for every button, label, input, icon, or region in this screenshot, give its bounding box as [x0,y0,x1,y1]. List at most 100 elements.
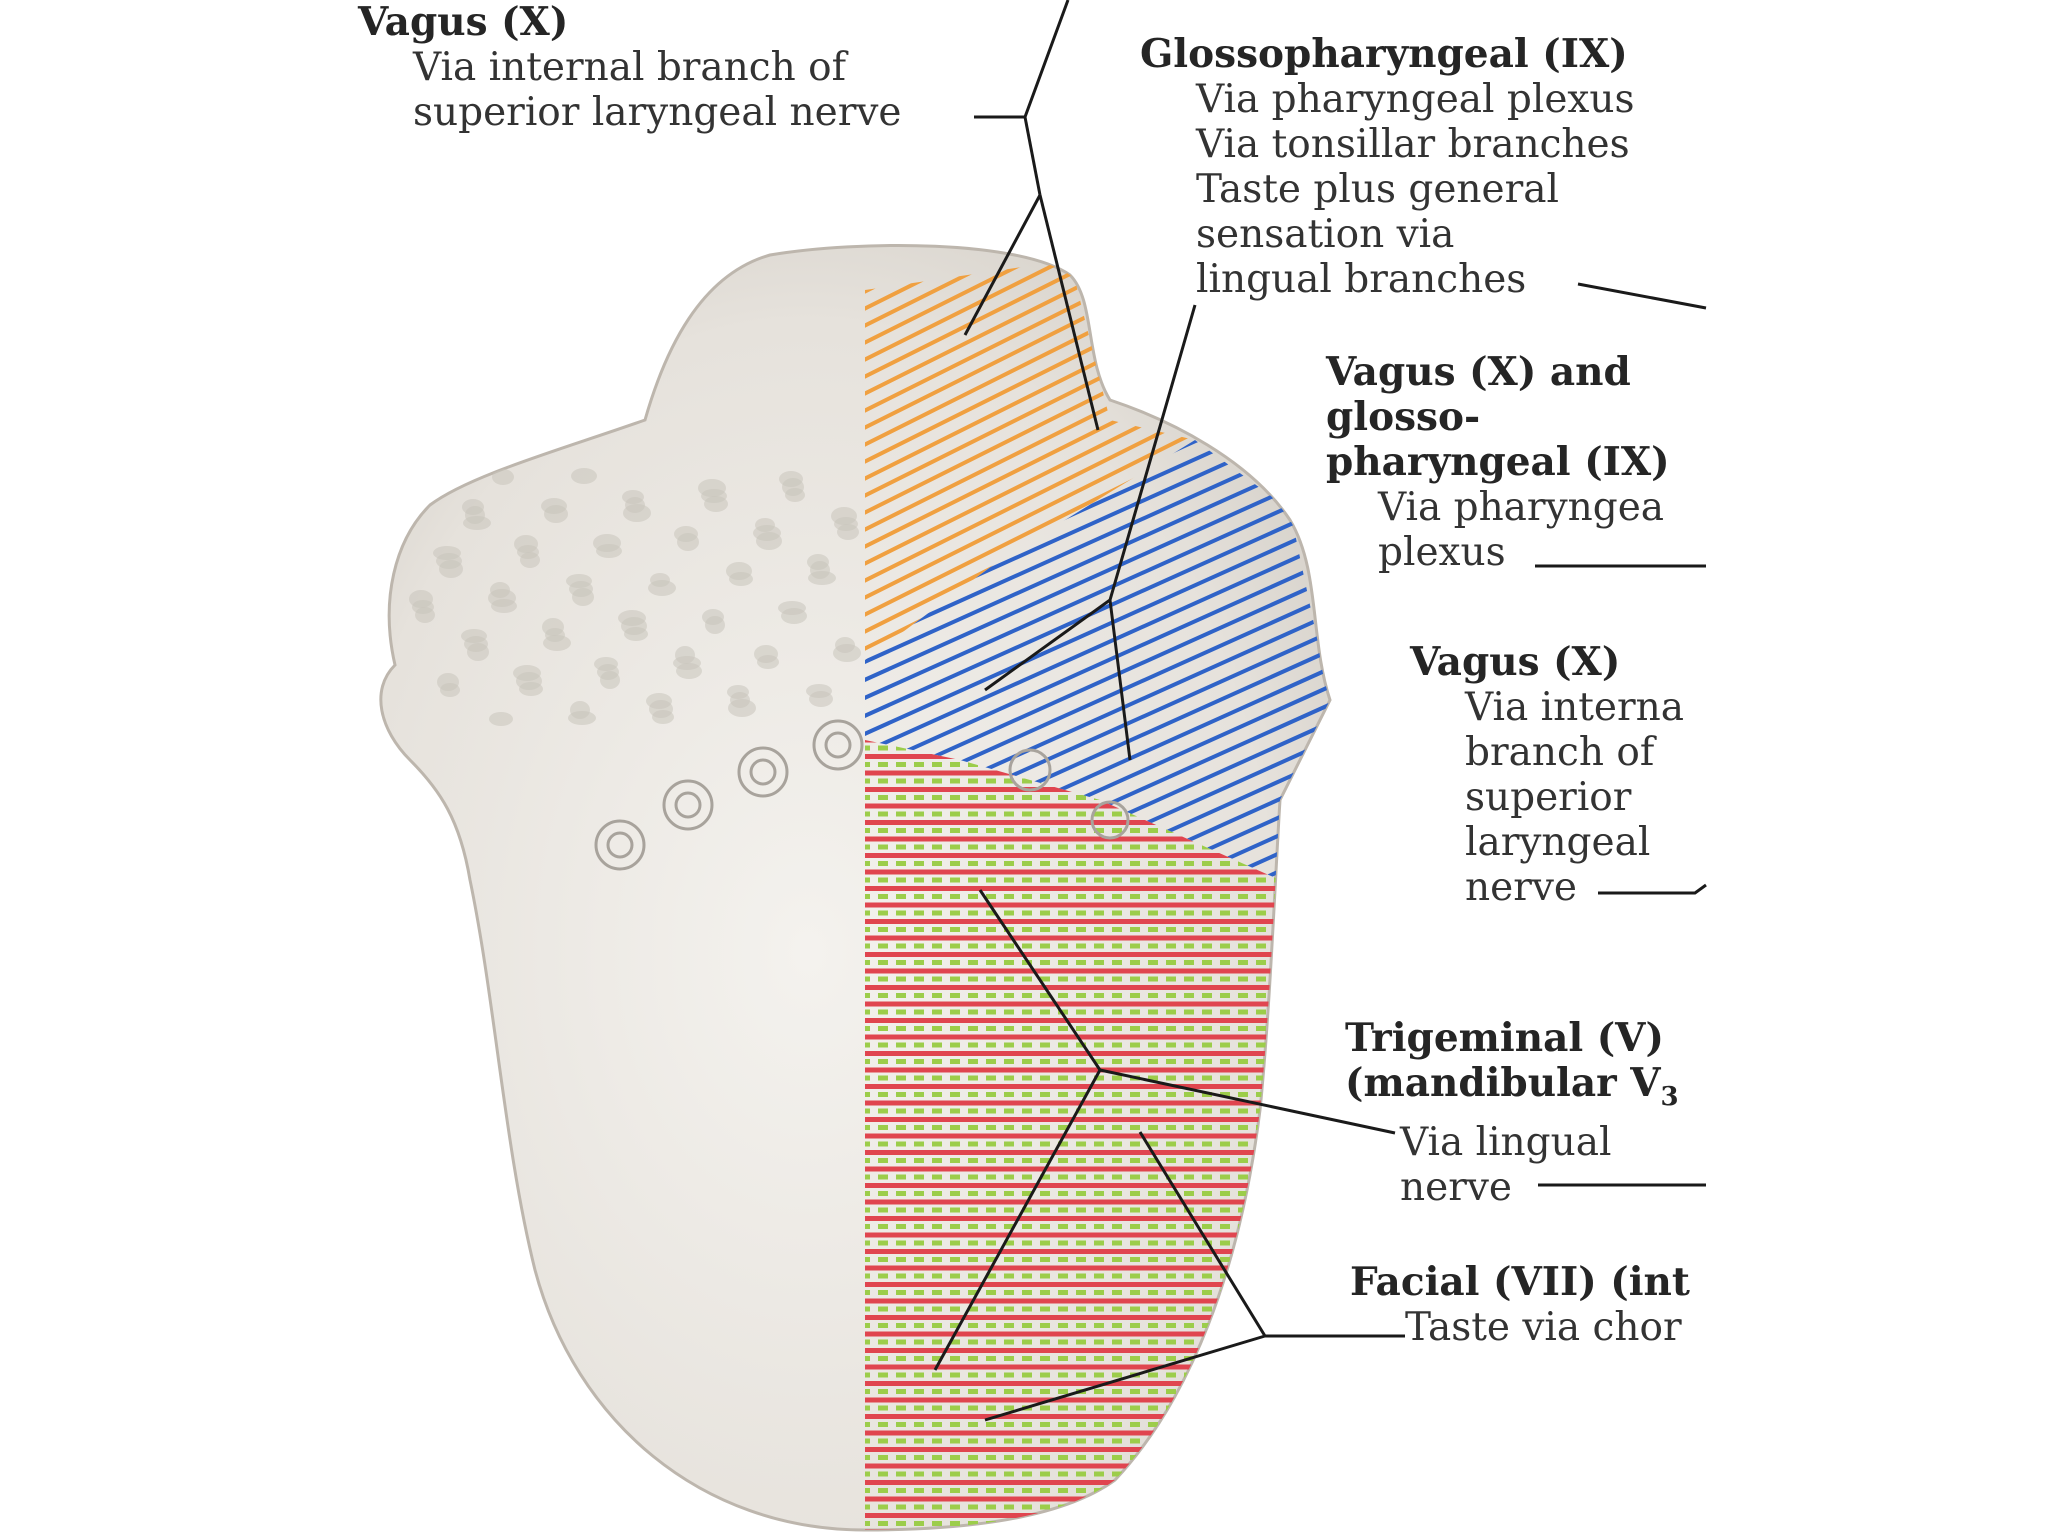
label-trigeminal: Trigeminal (V) (mandibular V3 Via lingua… [1345,1016,1679,1210]
papilla-bump [568,711,596,725]
papilla-bump [648,580,676,596]
label-line: branch of [1465,730,1655,775]
hatch-line [865,378,1195,602]
label-title: Trigeminal (V) [1345,1015,1664,1061]
papilla-bump [785,488,805,502]
hatch-line [865,260,1195,364]
papilla-bump [543,635,571,651]
papilla-bump [837,524,859,540]
label-title-text: (mandibular V [1345,1060,1661,1106]
papilla-bump [572,588,594,606]
papilla-bump [440,683,460,697]
papilla-bump [596,544,622,558]
papilla-bump [520,552,540,568]
papilla-bump [756,532,782,550]
label-line: Taste via chor [1405,1305,1682,1350]
label-title: glosso- [1326,394,1481,440]
papilla-bump [489,712,513,726]
papilla-bump [415,607,435,623]
label-line: Via lingual [1400,1119,1612,1165]
papilla-bump [463,516,491,530]
label-line: Via tonsillar branches [1196,122,1630,167]
papilla-bump [600,671,620,689]
circumvallate-papillae [594,719,1130,871]
label-facial: Facial (VII) (int Taste via chor [1350,1259,1690,1351]
papilla-bump [757,655,779,669]
label-title-with-subscript: (mandibular V3 [1345,1061,1679,1120]
papillae-texture [408,463,861,726]
label-line: lingual branches [1196,257,1527,302]
leader-lines [933,0,1707,1422]
subscript: 3 [1660,1081,1679,1112]
label-line: sensation via [1196,212,1455,257]
hatch-line [865,276,1195,500]
papilla-bump [571,468,597,484]
hatch-line [865,482,1330,702]
label-glossopharyngeal: Glossopharyngeal (IX) Via pharyngeal ple… [1140,31,1635,303]
hatch-line [865,770,1330,880]
papilla-bump [833,644,861,662]
hatch-line [865,806,1330,880]
papilla-bump [809,691,833,707]
papilla-bump [728,699,756,717]
hatch-line [865,824,1330,880]
papilla-bump [624,627,648,641]
label-title: Vagus (X) [1410,639,1621,685]
label-line: Taste plus general [1196,167,1559,212]
label-title: Facial (VII) (int [1350,1259,1690,1305]
hatch-line [865,554,1330,774]
papilla-bump [492,469,514,485]
trigeminal-region [865,740,1280,1530]
label-line: Via pharyngea [1378,485,1665,530]
hatch-line [865,361,1195,585]
papilla-bump [705,616,725,634]
label-vagus-mid: Vagus (X) Via interna branch of superior… [1410,639,1684,911]
hatch-line [865,788,1330,880]
label-line: Via interna [1465,685,1684,730]
hatch-line [865,260,1195,449]
label-line: superior laryngeal nerve [413,90,902,135]
hatch-line [865,260,1195,432]
hatch-line [865,327,1195,551]
papilla-bump [519,682,543,696]
papilla-bump [677,533,699,551]
papilla-bump [623,504,651,522]
hatch-line [865,310,1195,534]
label-vagus-glosso: Vagus (X) and glosso- pharyngeal (IX) Vi… [1326,349,1670,576]
papilla-bump [652,710,674,724]
hatch-line [865,518,1330,738]
label-line: superior [1465,775,1632,820]
hatch-line [865,572,1330,792]
label-area: Vagus (X) Via internal branch of superio… [358,0,1690,1351]
hatch-line [865,464,1330,684]
label-vagus-top: Vagus (X) Via internal branch of superio… [358,0,901,135]
label-line: nerve [1465,865,1577,910]
label-line: Via internal branch of [413,45,847,90]
label-line: plexus [1378,530,1506,575]
hatch-line [865,260,1195,483]
papilla-bump [808,571,836,585]
papilla-bump [544,505,568,523]
hatch-line [865,344,1195,568]
papilla-bump [491,599,517,613]
hatch-line [865,260,1195,330]
papilla-bump [704,496,728,512]
papilla-bump [781,608,807,624]
hatch-line [865,500,1330,720]
hatch-line [865,293,1195,517]
label-title: pharyngeal (IX) [1326,439,1670,485]
papilla-bump [676,663,702,679]
hatch-line [865,536,1330,756]
label-title: Vagus (X) and [1326,349,1631,395]
hatch-line [865,260,1195,415]
papilla-bump [439,560,463,578]
label-line: nerve [1400,1164,1512,1210]
papilla-bump [729,572,753,586]
hatch-line [865,395,1195,619]
label-line: laryngeal [1465,820,1651,865]
label-title: Vagus (X) [358,0,569,45]
label-title: Glossopharyngeal (IX) [1140,31,1628,77]
hatch-line [865,260,1195,347]
